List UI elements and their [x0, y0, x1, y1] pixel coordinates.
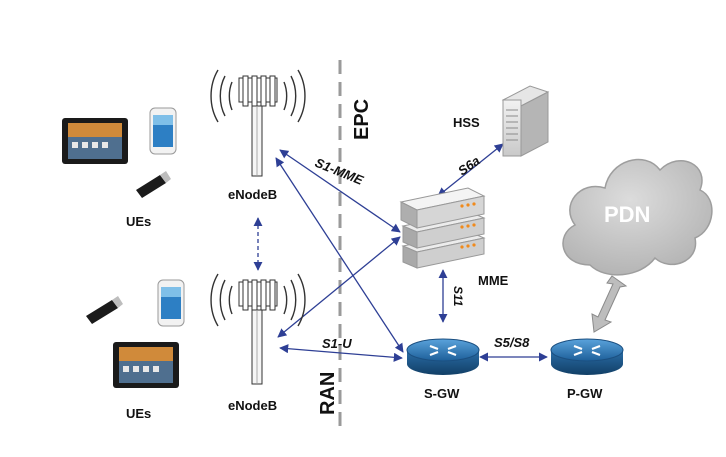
mme-label: MME — [478, 273, 509, 288]
enodeb-bottom-label: eNodeB — [228, 398, 277, 413]
interface-s6a-label: S6a — [455, 153, 483, 179]
enodeb-top-tower-icon — [210, 69, 306, 177]
interface-s11-label: S11 — [451, 286, 465, 307]
interface-s5-s8-label: S5/S8 — [494, 335, 530, 350]
hss-server-icon — [501, 85, 550, 157]
link-enb2-sgw — [279, 344, 403, 362]
pgw-router-icon — [550, 338, 624, 375]
usb-dongle-icon — [86, 296, 123, 324]
links — [253, 143, 548, 362]
pdn-cloud-icon: PDN — [562, 158, 713, 276]
mme-server-icon — [399, 187, 486, 269]
interface-s1-u-label: S1-U — [322, 336, 352, 351]
ran-label: RAN — [317, 372, 339, 415]
tablet-icon — [113, 342, 179, 388]
sgw-router-icon — [406, 338, 480, 375]
pdn-pgw-link-icon — [591, 275, 628, 333]
hss-label: HSS — [453, 115, 480, 130]
smartphone-icon — [149, 107, 177, 155]
pgw-label: P-GW — [567, 386, 603, 401]
sgw-label: S-GW — [424, 386, 460, 401]
ues-bottom-label: UEs — [126, 406, 151, 421]
link-enb2-mme — [277, 236, 401, 338]
epc-label: EPC — [351, 99, 373, 140]
ues-top-label: UEs — [126, 214, 151, 229]
smartphone-icon — [157, 279, 185, 327]
tablet-icon — [62, 118, 128, 164]
enodeb-bottom-tower-icon — [210, 273, 306, 385]
enodeb-top-label: eNodeB — [228, 187, 277, 202]
link-hss-mme — [437, 143, 504, 197]
pdn-label: PDN — [604, 202, 650, 227]
usb-dongle-icon — [136, 171, 171, 198]
